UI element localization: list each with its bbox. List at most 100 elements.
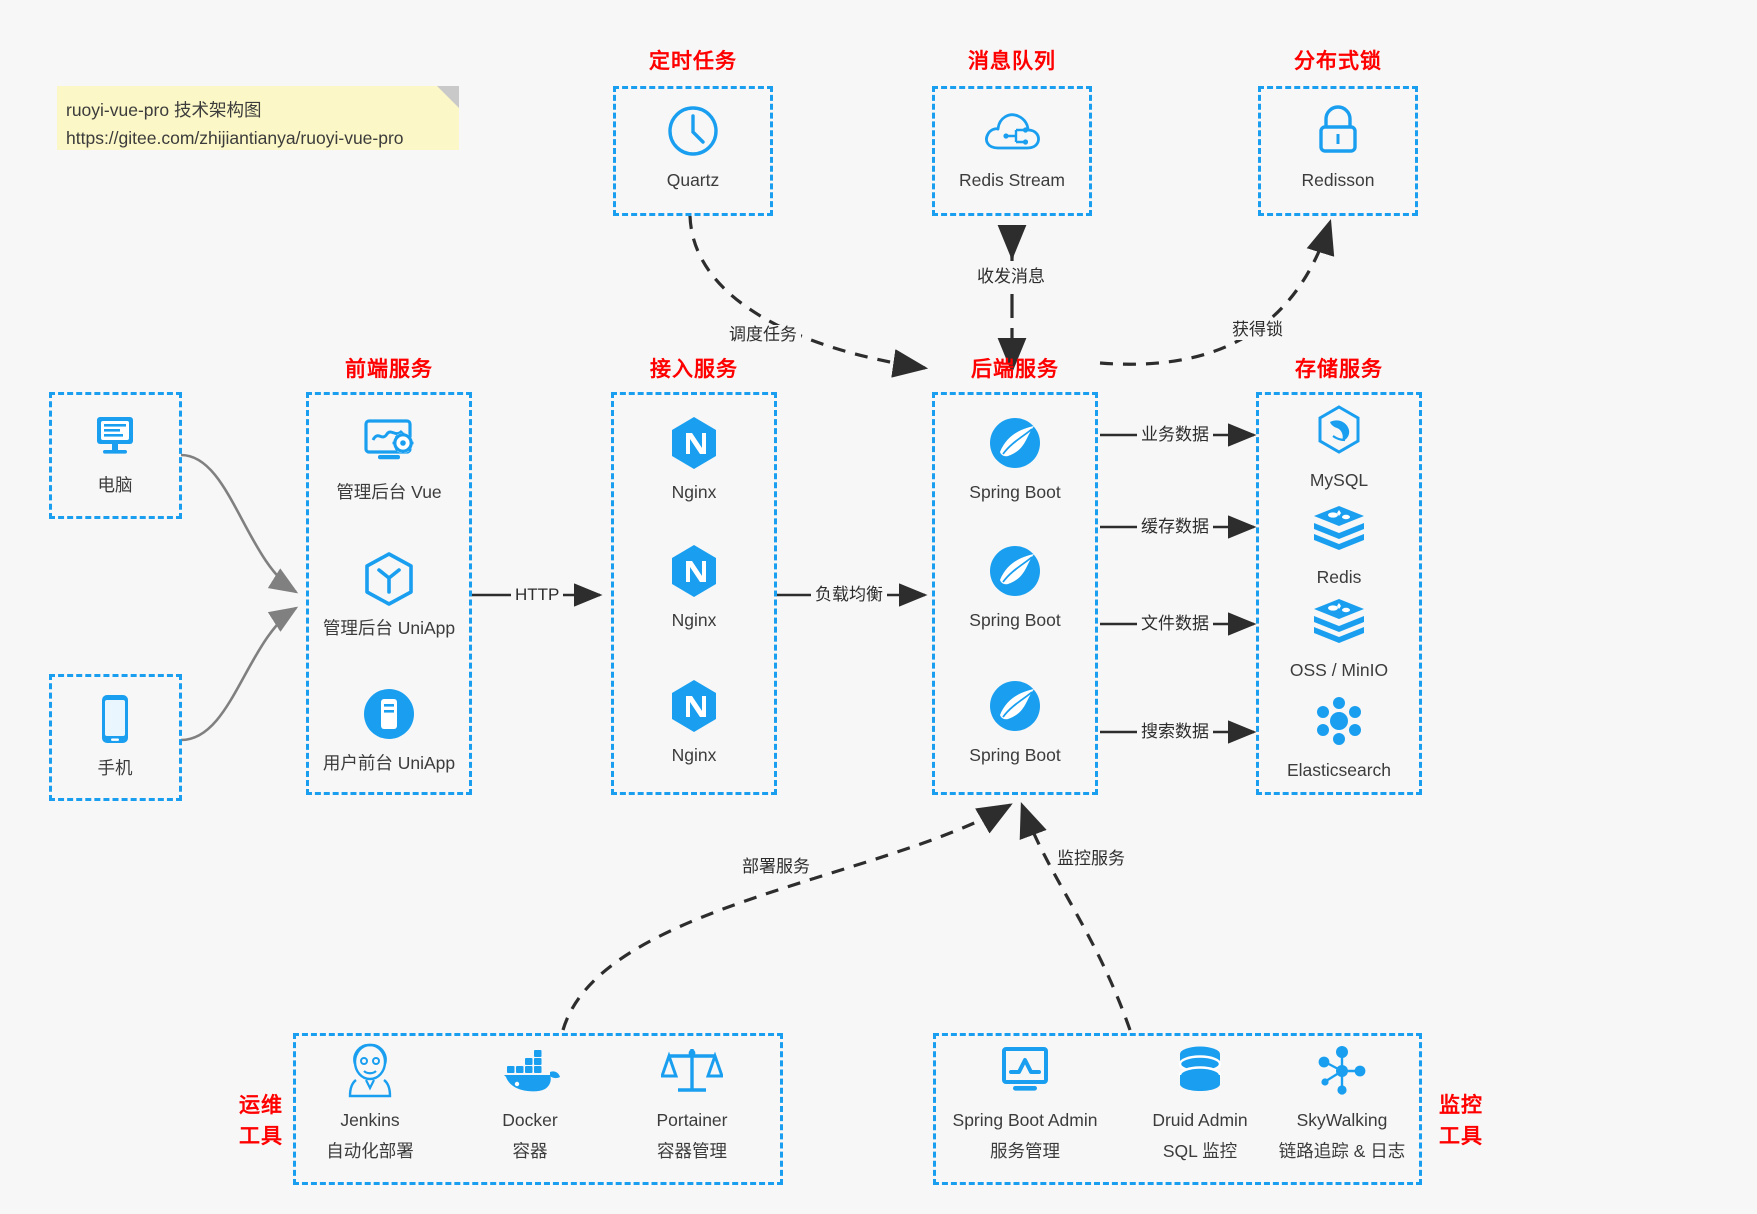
jenkins-butler-icon [290,1040,450,1102]
nginx-icon [619,540,769,602]
note-card: ruoyi-vue-pro 技术架构图 https://gitee.com/zh… [57,86,459,150]
skywalking-nodes-icon [1262,1040,1422,1102]
portainer-scale-icon [612,1040,772,1102]
object-storage-icon [1264,590,1414,652]
node-label: Docker [502,1110,558,1130]
mysql-dolphin-icon [1264,400,1414,462]
group-title-line2: 工具 [1439,1125,1483,1148]
node-label: Elasticsearch [1286,760,1392,780]
desktop-monitor-icon [40,405,190,467]
node-sublabel: 服务管理 [990,1141,1060,1161]
group-box-storage-services [1256,392,1422,795]
node-label: 用户前台 UniApp [322,753,456,773]
node-nginx-3[interactable]: Nginx [619,675,769,768]
spring-boot-icon [940,412,1090,474]
node-label: Nginx [671,610,717,630]
node-label: Redis Stream [958,170,1065,190]
clock-icon [618,100,768,162]
lock-icon [1263,100,1413,162]
spring-boot-icon [940,540,1090,602]
node-admin-uniapp[interactable]: 管理后台 UniApp [314,548,464,641]
node-druid-admin[interactable]: Druid Admin SQL 监控 [1120,1040,1280,1164]
group-box-client-mobile [49,674,182,801]
cloud-stream-icon [937,100,1087,162]
group-title-devops-tools: 运维 工具 [228,1090,294,1152]
node-sublabel: 容器 [512,1141,548,1161]
node-label: SkyWalking [1296,1110,1388,1130]
dashboard-gear-icon [314,412,464,474]
edge-label-schedule-task: 调度任务 [725,325,801,345]
node-spring-boot-admin[interactable]: Spring Boot Admin 服务管理 [930,1040,1120,1164]
node-label: Spring Boot Admin [952,1110,1098,1130]
node-label: Nginx [671,745,717,765]
node-label: Druid Admin [1152,1110,1248,1130]
nginx-icon [619,675,769,737]
group-title-message-queue: 消息队列 [968,50,1056,73]
group-box-client-desktop [49,392,182,519]
node-sublabel: 自动化部署 [326,1141,414,1161]
node-label: 电脑 [97,475,133,495]
node-sublabel: SQL 监控 [1162,1141,1238,1161]
node-portainer[interactable]: Portainer 容器管理 [612,1040,772,1164]
node-admin-vue[interactable]: 管理后台 Vue [314,412,464,505]
node-spring-boot-3[interactable]: Spring Boot [940,675,1090,768]
note-title: ruoyi-vue-pro 技术架构图 [66,100,262,120]
edge-label-business-data: 业务数据 [1137,425,1213,445]
node-skywalking[interactable]: SkyWalking 链路追踪 & 日志 [1262,1040,1422,1164]
node-mysql[interactable]: MySQL [1264,400,1414,493]
node-desktop[interactable]: 电脑 [40,405,190,498]
node-spring-boot-2[interactable]: Spring Boot [940,540,1090,633]
elasticsearch-icon [1264,690,1414,752]
node-nginx-2[interactable]: Nginx [619,540,769,633]
node-nginx-1[interactable]: Nginx [619,412,769,505]
node-label: Jenkins [340,1110,400,1130]
node-redis-stream[interactable]: Redis Stream [937,100,1087,193]
node-label: Quartz [666,170,720,190]
group-title-line1: 运维 [239,1094,283,1117]
edge-label-cache-data: 缓存数据 [1137,517,1213,537]
group-title-frontend-services: 前端服务 [345,358,433,381]
node-docker[interactable]: Docker 容器 [450,1040,610,1164]
group-box-backend-services [932,392,1098,795]
node-label: Spring Boot [969,745,1061,765]
edge-label-load-balance: 负载均衡 [811,585,887,605]
group-box-message-queue [932,86,1092,216]
node-label: Portainer [656,1110,728,1130]
group-title-storage-services: 存储服务 [1295,358,1383,381]
group-title-line2: 工具 [239,1125,283,1148]
node-label: 管理后台 UniApp [322,618,456,638]
node-oss-minio[interactable]: OSS / MinIO [1264,590,1414,683]
uniapp-hexagon-icon [314,548,464,610]
node-label: Nginx [671,482,717,502]
group-title-backend-services: 后端服务 [971,358,1059,381]
group-box-frontend-services [306,392,472,795]
node-user-uniapp[interactable]: 用户前台 UniApp [314,683,464,776]
node-redisson[interactable]: Redisson [1263,100,1413,193]
node-jenkins[interactable]: Jenkins 自动化部署 [290,1040,450,1164]
edge-label-acquire-lock: 获得锁 [1228,320,1287,340]
group-title-gateway-services: 接入服务 [650,358,738,381]
node-quartz[interactable]: Quartz [618,100,768,193]
monitor-chart-icon [930,1040,1120,1102]
nginx-icon [619,412,769,474]
redis-stack-icon [1264,497,1414,559]
spring-boot-icon [940,675,1090,737]
node-elasticsearch[interactable]: Elasticsearch [1264,690,1414,783]
group-box-devops-tools [293,1033,783,1185]
node-redis[interactable]: Redis [1264,497,1414,590]
node-label: Spring Boot [969,482,1061,502]
database-stack-icon [1120,1040,1280,1102]
edge-label-send-receive-message: 收发消息 [973,267,1049,287]
node-mobile[interactable]: 手机 [40,688,190,781]
group-title-distributed-lock: 分布式锁 [1294,50,1382,73]
edge-label-file-data: 文件数据 [1137,614,1213,634]
node-label: 管理后台 Vue [336,482,442,502]
edge-label-http: HTTP [511,585,564,605]
group-box-gateway-services [611,392,777,795]
node-spring-boot-1[interactable]: Spring Boot [940,412,1090,505]
node-label: OSS / MinIO [1289,660,1389,680]
node-label: MySQL [1309,470,1369,490]
edge-label-search-data: 搜索数据 [1137,722,1213,742]
